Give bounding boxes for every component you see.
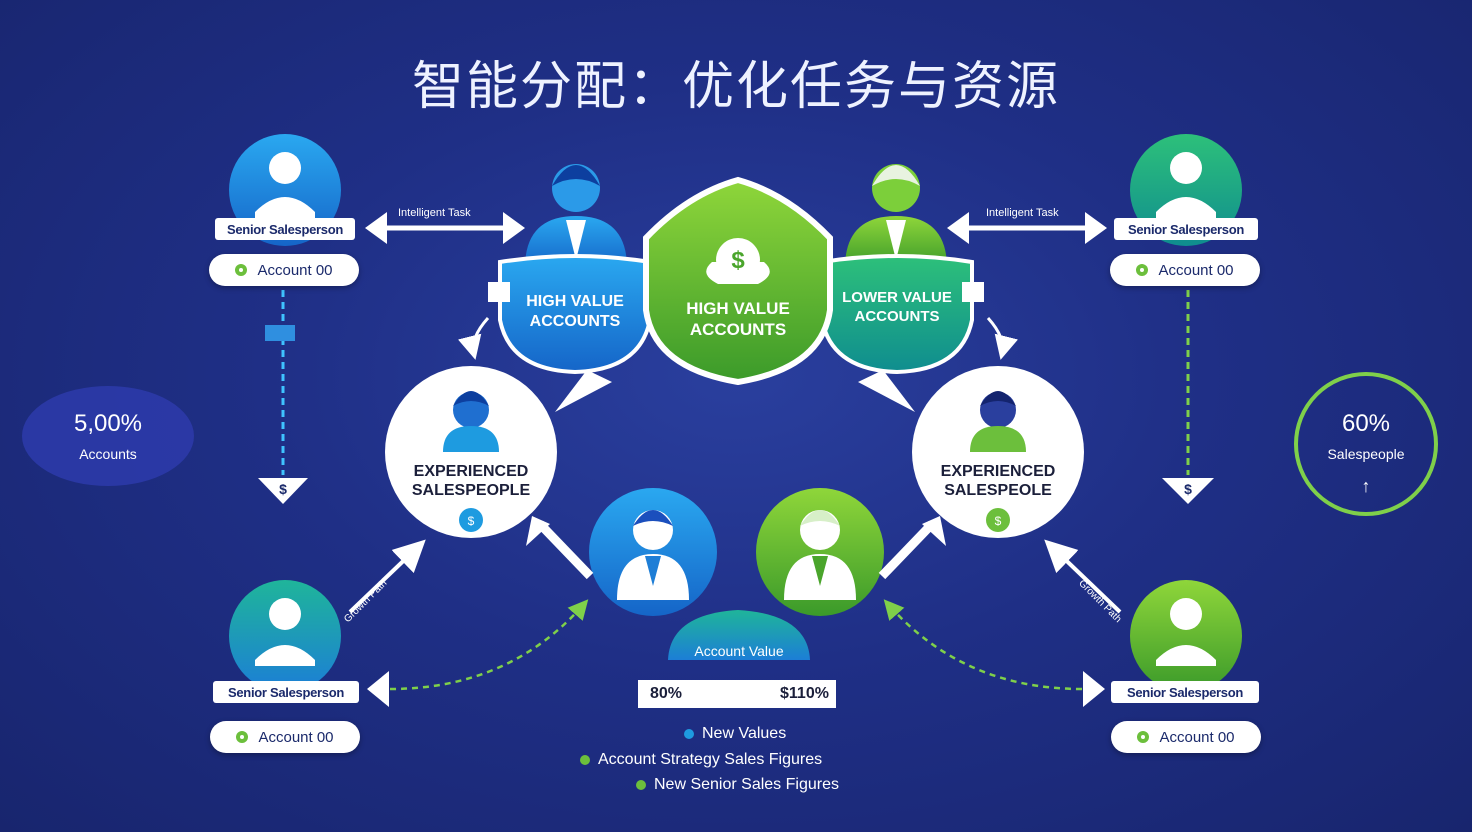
- senior-label-bottom-left: Senior Salesperson: [213, 681, 359, 703]
- legend-item: New Senior Sales Figures: [636, 776, 839, 794]
- shield-left: [488, 254, 652, 375]
- legend-dot-icon: [636, 780, 646, 790]
- dollar-icon: $: [279, 481, 287, 497]
- account-value-left: 80%: [650, 685, 683, 702]
- connector-right: [858, 370, 915, 412]
- shield-left-text: HIGH VALUE ACCOUNTS: [526, 293, 624, 330]
- arrow-bottom-left-up: [348, 539, 426, 614]
- account-pill-bottom-left[interactable]: Account 00: [210, 721, 360, 753]
- person-top-blue: [525, 164, 627, 268]
- dollar-icon: $: [1184, 481, 1192, 497]
- account-value-badge: Account Value: [694, 643, 784, 659]
- stat-ring-right: [1294, 372, 1438, 516]
- legend-item: Account Strategy Sales Figures: [580, 751, 822, 769]
- experienced-left: $: [385, 366, 557, 538]
- dashed-curve-bottom-right: [883, 599, 1083, 691]
- legend-dot-icon: [684, 729, 694, 739]
- page-title: 智能分配：优化任务与资源: [411, 57, 1060, 117]
- stat-left-label: Accounts: [79, 446, 137, 462]
- dashed-curve-bottom-left: [389, 599, 589, 691]
- arrow-to-center-left: [536, 520, 594, 580]
- account-pill-top-right[interactable]: Account 00: [1110, 254, 1260, 286]
- person-center-green: [756, 488, 884, 616]
- senior-label-top-right: Senior Salesperson: [1114, 218, 1258, 240]
- person-top-green: [845, 164, 947, 268]
- senior-label-top-left: Senior Salesperson: [215, 218, 355, 240]
- experienced-left-text: EXPERIENCED SALESPEOPLE: [411, 463, 531, 499]
- arrow-head-bottom-right: [1083, 671, 1105, 707]
- shield-right-text: LOWER VALUE ACCOUNTS: [842, 289, 952, 325]
- person-center-blue: [589, 488, 717, 616]
- avatar-bottom-right: [1130, 580, 1242, 692]
- dollar-icon: $: [468, 514, 475, 528]
- double-arrow-top-left: [365, 212, 525, 244]
- dollar-icon: $: [995, 514, 1002, 528]
- stat-blob-left: [22, 386, 194, 486]
- shield-middle: $: [643, 176, 833, 386]
- legend-dot-icon: [580, 755, 590, 765]
- dashed-line-right: $: [1162, 290, 1214, 504]
- arrow-label-top-left: Intelligent Task: [398, 207, 471, 219]
- stat-left-value: 5,00%: [73, 410, 143, 437]
- account-pill-bottom-right[interactable]: Account 00: [1111, 721, 1261, 753]
- account-status-icon: [1136, 264, 1149, 276]
- account-value-box: [638, 680, 836, 708]
- account-status-icon: [1137, 731, 1150, 743]
- account-value-cloud: [668, 610, 810, 660]
- account-pill-top-left[interactable]: Account 00: [209, 254, 359, 286]
- curve-arrow-left: [458, 316, 490, 360]
- experienced-right-text: EXPERIENCED SALESPEOLE: [940, 463, 1056, 499]
- arrow-head-bottom-left: [367, 671, 389, 707]
- stat-right-value: 60%: [1341, 410, 1391, 437]
- curve-arrow-right: [986, 316, 1018, 360]
- account-status-icon: [235, 264, 248, 276]
- arrow-to-center-right: [878, 520, 936, 580]
- arrow-bottom-right-up: [1044, 539, 1122, 614]
- senior-label-bottom-right: Senior Salesperson: [1111, 681, 1259, 703]
- legend-item: New Values: [684, 725, 786, 743]
- arrow-label-top-right: Intelligent Task: [986, 207, 1059, 219]
- account-value-right: $110%: [780, 685, 829, 702]
- dashed-line-left: $: [258, 290, 308, 504]
- experienced-right: $: [912, 366, 1084, 538]
- stat-right-label: Salespeople: [1327, 446, 1405, 462]
- account-status-icon: [236, 731, 249, 743]
- shield-right: [820, 254, 984, 375]
- double-arrow-top-right: [947, 212, 1107, 244]
- avatar-bottom-left: [229, 580, 341, 692]
- money-bag-icon: $: [731, 247, 745, 274]
- connector-left: [555, 370, 612, 412]
- up-arrow-icon: ↑: [1361, 476, 1371, 496]
- shield-middle-text: HIGH VALUE ACCOUNTS: [686, 299, 790, 339]
